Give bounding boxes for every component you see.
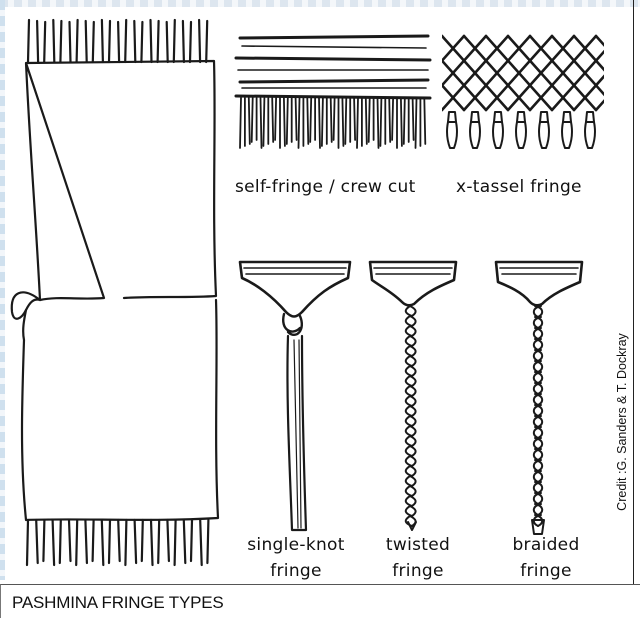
braided-drawing [496, 262, 582, 534]
shawl-bottom-fringe [27, 520, 208, 565]
twisted-drawing [370, 262, 456, 530]
caption-bar: PASHMINA FRINGE TYPES [0, 584, 640, 618]
label-braided-line2: fringe [520, 561, 572, 581]
shawl-top-fringe [28, 20, 207, 62]
label-single-knot-line2: fringe [270, 561, 322, 581]
shawl-upper-panel [26, 61, 216, 300]
label-braided-line1: braided [512, 535, 579, 555]
credit-text: Credit :G. Sanders & T. Dockray [615, 333, 629, 511]
figure-caption: PASHMINA FRINGE TYPES [12, 593, 224, 613]
label-single-knot-line1: single-knot [247, 535, 344, 555]
single-knot-drawing [240, 262, 350, 530]
label-twisted-line2: fringe [392, 561, 444, 581]
right-border-line [633, 0, 634, 585]
self-fringe-drawing [236, 36, 430, 148]
shawl-drawing [12, 20, 218, 565]
shawl-lower-panel [22, 300, 218, 520]
fringe-illustration: self-fringe / crew cut x-tassel fringe s… [0, 0, 640, 585]
label-twisted-line1: twisted [386, 535, 450, 555]
label-x-tassel: x-tassel fringe [456, 177, 582, 197]
label-self-fringe: self-fringe / crew cut [235, 177, 416, 197]
